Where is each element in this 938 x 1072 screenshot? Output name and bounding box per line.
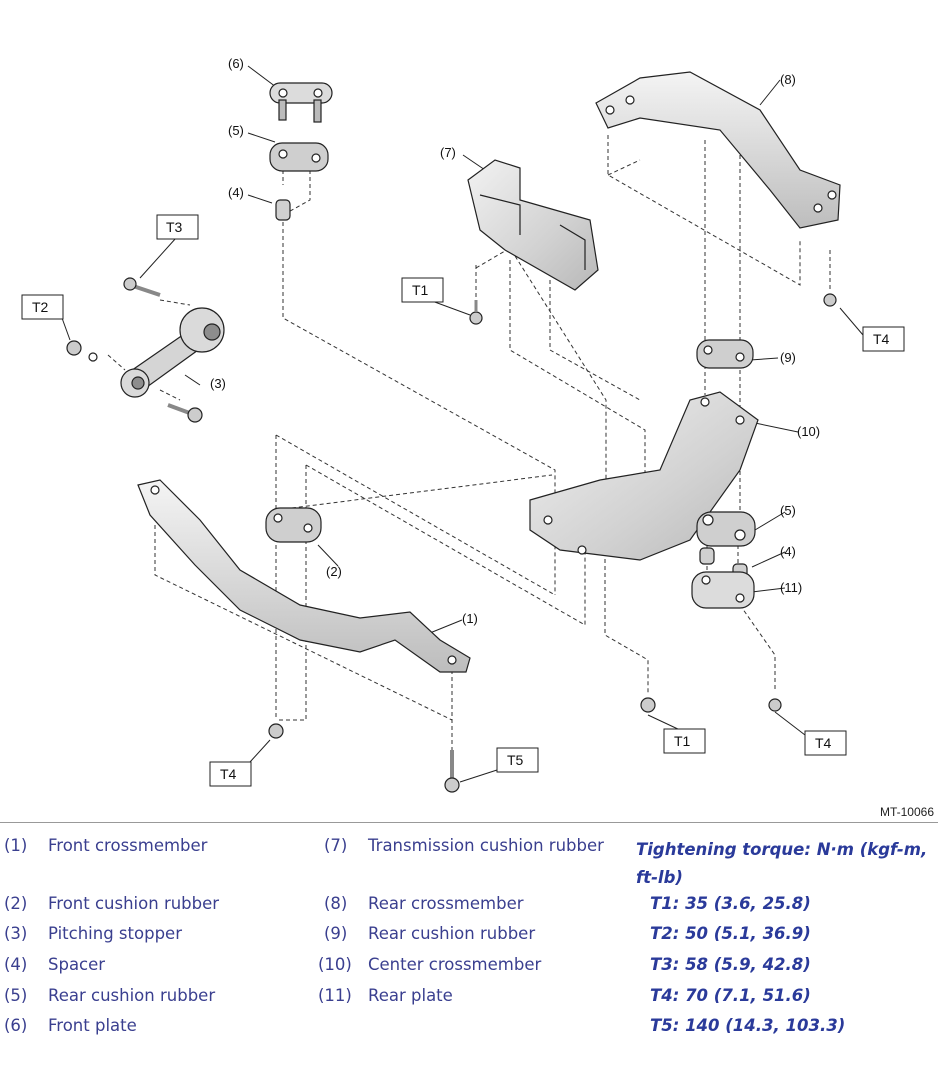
- torque-box-t1-lower: T1: [674, 733, 691, 749]
- torque-box-t2: T2: [32, 299, 49, 315]
- transmission-cushion-rubber-part: [467, 159, 599, 325]
- front-plate-part: [269, 82, 333, 123]
- callout-1: (1): [462, 611, 478, 626]
- callout-2: (2): [326, 564, 342, 579]
- rear-cushion-rubber-upper: [269, 142, 329, 172]
- torque-boxes: [21, 214, 905, 787]
- torque-box-t4-lower-right: T4: [815, 735, 832, 751]
- spacer-part: [275, 199, 291, 221]
- callout-6: (6): [228, 56, 244, 71]
- callout-9: (9): [780, 350, 796, 365]
- callout-4b: (4): [780, 544, 796, 559]
- pitching-stopper-part: [66, 277, 225, 423]
- torque-value: T5: 140 (14.3, 103.3): [650, 1016, 846, 1035]
- callout-3: (3): [210, 376, 226, 391]
- front-cushion-rubber-part: [265, 507, 322, 543]
- callout-8: (8): [780, 72, 796, 87]
- callout-11: (11): [780, 580, 802, 595]
- torque-box-t3: T3: [166, 219, 183, 235]
- divider: [0, 822, 938, 823]
- torque-box-t5: T5: [507, 752, 524, 768]
- rear-mount-stack-part: [640, 511, 782, 713]
- callout-4: (4): [228, 185, 244, 200]
- callout-labels: (6) (5) (4) (7) (8) (9) (10) (5) (4) (11…: [210, 56, 820, 626]
- torque-box-t1-upper: T1: [412, 282, 429, 298]
- figure-id: MT-10066: [879, 805, 934, 819]
- torque-value: T4: 70 (7.1, 51.6): [650, 986, 811, 1005]
- torque-box-t4-lower-left: T4: [220, 766, 237, 782]
- callout-10: (10): [797, 424, 820, 439]
- torque-value: T1: 35 (3.6, 25.8): [650, 894, 811, 913]
- torque-value: T3: 58 (5.9, 42.8): [650, 955, 811, 974]
- callout-7: (7): [440, 145, 456, 160]
- assembly-dashed-lines: [107, 120, 831, 750]
- front-crossmember-part: [137, 479, 471, 793]
- rear-cushion-rubber-part: [696, 339, 754, 369]
- callout-5: (5): [228, 123, 244, 138]
- torque-value: T2: 50 (5.1, 36.9): [650, 924, 811, 943]
- torque-title: Tightening torque: N·m (kgf-m, ft-lb): [636, 840, 928, 887]
- exploded-diagram: (6) (5) (4) (7) (8) (9) (10) (5) (4) (11…: [21, 56, 905, 793]
- rear-crossmember-part: [595, 71, 841, 307]
- callout-5b: (5): [780, 503, 796, 518]
- torque-box-t4-right: T4: [873, 331, 890, 347]
- torque-box-labels: T3 T2 T1 T4 T1 T4 T4 T5: [32, 219, 890, 782]
